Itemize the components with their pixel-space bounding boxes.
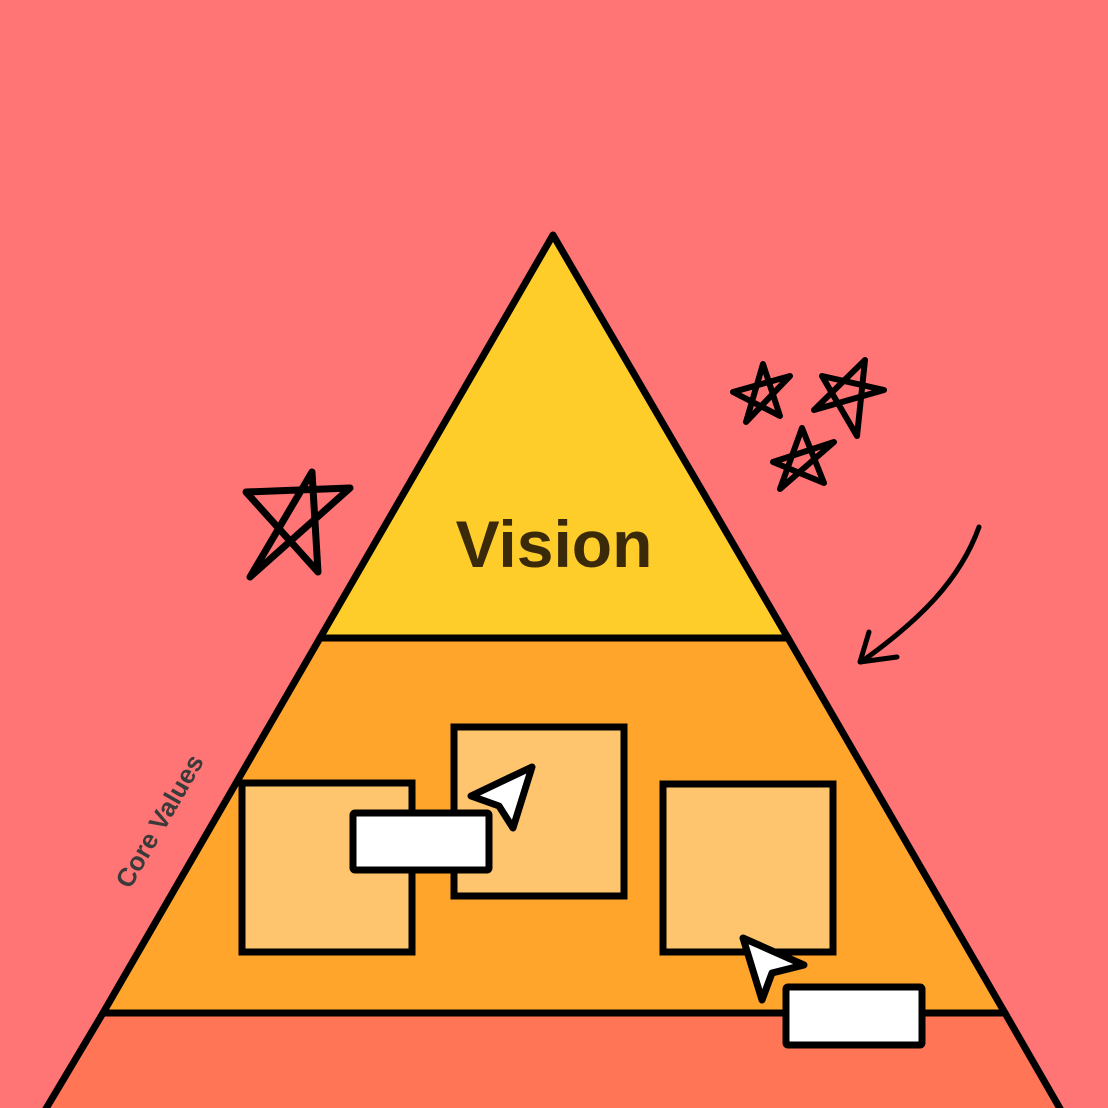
pyramid-layer-vision [316, 231, 792, 642]
cursor-pointer-icon [467, 763, 536, 832]
hand-drawn-star-icon [770, 425, 837, 492]
curved-arrow-head-icon [857, 629, 900, 665]
hand-drawn-star-icon [242, 468, 354, 581]
sticky-label-1[interactable] [349, 809, 493, 874]
hand-drawn-star-icon [811, 357, 887, 439]
vision-label: Vision [456, 507, 653, 581]
core-value-card-3[interactable] [659, 780, 837, 956]
hand-drawn-star-icon [730, 361, 793, 425]
curved-arrow-icon [858, 524, 982, 665]
cursor-pointer-icon [739, 934, 808, 1004]
sticky-label-2[interactable] [782, 983, 926, 1049]
